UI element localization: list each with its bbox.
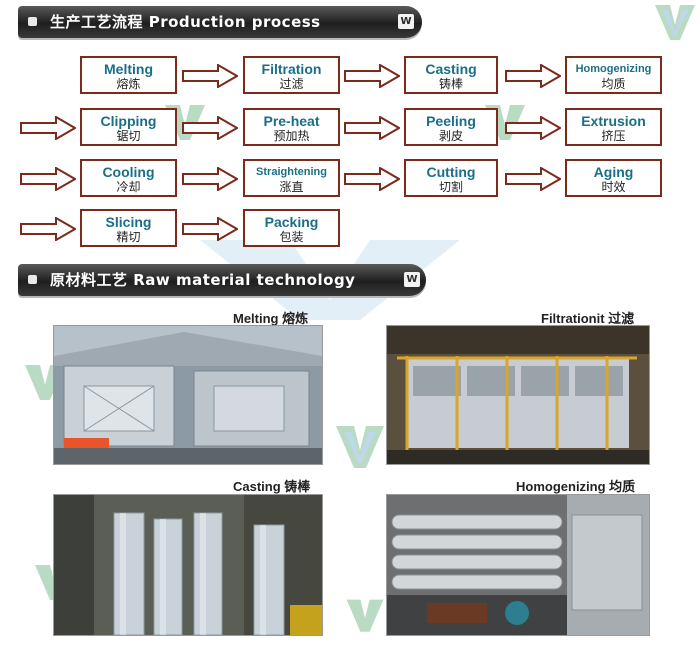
step-label-zh: 精切 bbox=[116, 230, 141, 244]
step-homogenizing: Homogenizing 均质 bbox=[565, 56, 662, 94]
step-label-en: Peeling bbox=[426, 113, 476, 129]
flow-arrow-icon bbox=[182, 116, 238, 140]
step-label-en: Extrusion bbox=[581, 113, 646, 129]
photo-filtration bbox=[386, 325, 650, 465]
step-cutting: Cutting 切割 bbox=[404, 159, 498, 197]
step-label-zh: 包装 bbox=[279, 230, 304, 244]
flow-arrow-icon bbox=[344, 167, 400, 191]
step-casting: Casting 铸棒 bbox=[404, 56, 498, 94]
step-label-zh: 铸棒 bbox=[438, 77, 463, 91]
flow-arrow-icon bbox=[505, 167, 561, 191]
step-label-zh: 过滤 bbox=[279, 77, 304, 91]
step-label-en: Clipping bbox=[100, 113, 157, 129]
step-label-en: Straightening bbox=[256, 166, 327, 178]
step-label-en: Casting bbox=[425, 61, 477, 77]
banner-bullet bbox=[28, 275, 37, 284]
step-label-en: Slicing bbox=[105, 214, 152, 230]
brand-logo-icon: W bbox=[398, 14, 414, 29]
flow-arrow-icon bbox=[344, 116, 400, 140]
brand-logo-icon: W bbox=[404, 272, 420, 287]
step-label-zh: 冷却 bbox=[116, 180, 141, 194]
step-label-en: Melting bbox=[104, 61, 153, 77]
step-label-en: Cooling bbox=[102, 164, 155, 180]
flow-arrow-icon bbox=[182, 217, 238, 241]
flow-arrow-icon bbox=[182, 64, 238, 88]
photo-melting bbox=[53, 325, 323, 465]
banner-bullet bbox=[28, 17, 37, 26]
photo-caption-melting: Melting 熔炼 bbox=[233, 311, 309, 326]
step-label-zh: 熔炼 bbox=[116, 77, 141, 91]
flow-arrow-icon bbox=[505, 64, 561, 88]
step-label-en: Filtration bbox=[261, 61, 322, 77]
flow-arrow-icon bbox=[20, 116, 76, 140]
step-label-en: Pre-heat bbox=[263, 113, 320, 129]
section-banner-raw-material: 原材料工艺 Raw material technology W bbox=[18, 264, 426, 296]
step-preheat: Pre-heat 预加热 bbox=[243, 108, 340, 146]
step-label-zh: 时效 bbox=[601, 180, 626, 194]
step-label-en: Homogenizing bbox=[575, 63, 652, 75]
section-title: 生产工艺流程 Production process bbox=[50, 13, 321, 31]
step-clipping: Clipping 锯切 bbox=[80, 108, 177, 146]
step-label-zh: 预加热 bbox=[273, 129, 310, 143]
step-label-en: Cutting bbox=[426, 164, 476, 180]
step-label-en: Packing bbox=[264, 214, 319, 230]
step-extrusion: Extrusion 挤压 bbox=[565, 108, 662, 146]
step-aging: Aging 时效 bbox=[565, 159, 662, 197]
section-title: 原材料工艺 Raw material technology bbox=[50, 271, 356, 289]
step-straightening: Straightening 涨直 bbox=[243, 159, 340, 197]
flow-arrow-icon bbox=[505, 116, 561, 140]
step-label-en: Aging bbox=[593, 164, 634, 180]
step-label-zh: 切割 bbox=[438, 180, 463, 194]
flow-arrow-icon bbox=[20, 167, 76, 191]
flow-arrow-icon bbox=[344, 64, 400, 88]
watermark-logo bbox=[200, 240, 460, 324]
flow-arrow-icon bbox=[182, 167, 238, 191]
step-label-zh: 锯切 bbox=[116, 129, 141, 143]
step-peeling: Peeling 剥皮 bbox=[404, 108, 498, 146]
step-label-zh: 均质 bbox=[601, 77, 626, 91]
step-packing: Packing 包装 bbox=[243, 209, 340, 247]
photo-caption-filtration: Filtrationit 过滤 bbox=[541, 311, 635, 326]
step-cooling: Cooling 冷却 bbox=[80, 159, 177, 197]
flow-arrow-icon bbox=[20, 217, 76, 241]
section-banner-production: 生产工艺流程 Production process W bbox=[18, 6, 422, 38]
photo-caption-casting: Casting 铸棒 bbox=[233, 479, 311, 494]
photo-homogenizing bbox=[386, 494, 650, 636]
step-filtration: Filtration 过滤 bbox=[243, 56, 340, 94]
photo-casting bbox=[53, 494, 323, 636]
step-label-zh: 挤压 bbox=[601, 129, 626, 143]
watermark-logo bbox=[650, 0, 700, 64]
step-melting: Melting 熔炼 bbox=[80, 56, 177, 94]
watermark-logo bbox=[330, 420, 390, 484]
step-slicing: Slicing 精切 bbox=[80, 209, 177, 247]
watermark-logo bbox=[340, 595, 390, 645]
step-label-zh: 涨直 bbox=[279, 180, 304, 194]
step-label-zh: 剥皮 bbox=[438, 129, 463, 143]
photo-caption-homogenizing: Homogenizing 均质 bbox=[516, 479, 636, 494]
